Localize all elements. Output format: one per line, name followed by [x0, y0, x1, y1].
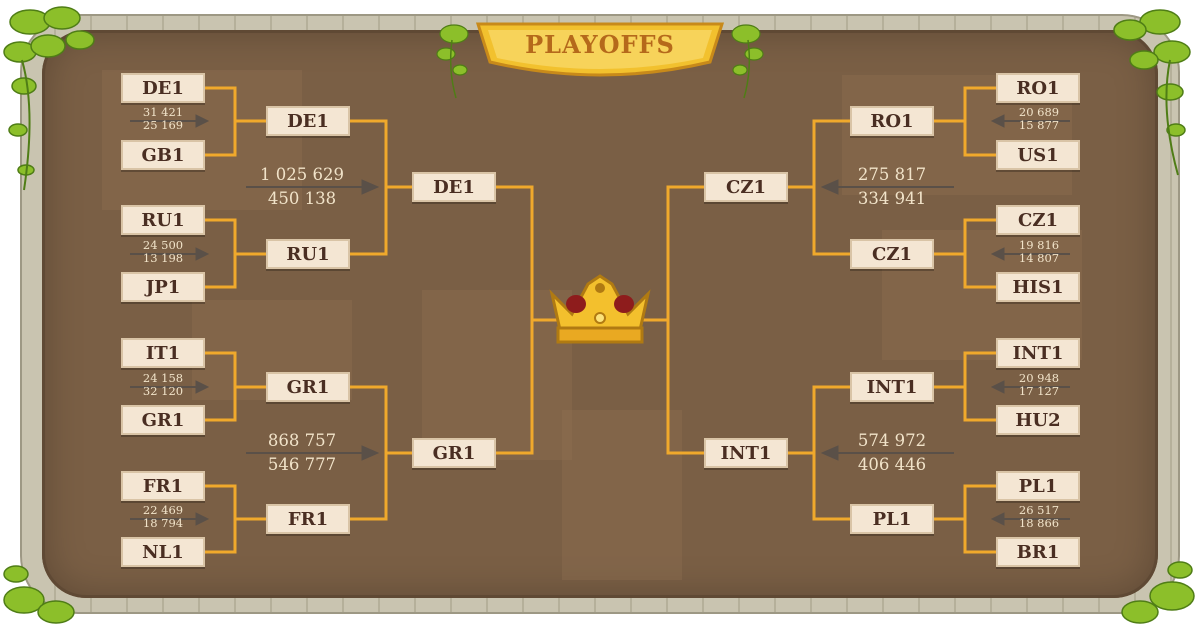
- team-box[interactable]: RU1: [121, 205, 205, 235]
- match-score: 19 816 14 807: [984, 239, 1094, 265]
- match-score: 574 972 406 446: [822, 429, 962, 477]
- vine-leaf-icon: [3, 6, 95, 191]
- score-b: 406 446: [857, 455, 927, 474]
- team-box[interactable]: DE1: [121, 73, 205, 103]
- score-a: 868 757: [267, 431, 337, 450]
- vine-leaf-icon: [731, 24, 764, 99]
- team-box[interactable]: CZ1: [704, 172, 788, 202]
- score-b: 25 169: [142, 118, 184, 132]
- board-surface: [42, 30, 1158, 598]
- team-box[interactable]: NL1: [121, 537, 205, 567]
- team-box[interactable]: US1: [996, 140, 1080, 170]
- score-a: 26 517: [1018, 503, 1060, 517]
- score-b: 450 138: [267, 189, 337, 208]
- score-a: 574 972: [857, 431, 927, 450]
- team-box[interactable]: INT1: [996, 338, 1080, 368]
- match-score: 24 158 32 120: [108, 372, 218, 398]
- team-box[interactable]: RO1: [850, 106, 934, 136]
- score-b: 32 120: [142, 384, 184, 398]
- team-box[interactable]: INT1: [704, 438, 788, 468]
- team-box[interactable]: DE1: [266, 106, 350, 136]
- score-a: 24 500: [142, 238, 184, 252]
- score-b: 18 866: [1018, 516, 1060, 530]
- match-score: 26 517 18 866: [984, 504, 1094, 530]
- score-b: 13 198: [142, 251, 184, 265]
- team-box[interactable]: GR1: [121, 405, 205, 435]
- match-score: 20 948 17 127: [984, 372, 1094, 398]
- match-score: 868 757 546 777: [232, 429, 372, 477]
- score-b: 546 777: [267, 455, 337, 474]
- score-b: 334 941: [857, 189, 927, 208]
- title-banner: [475, 22, 725, 77]
- score-a: 24 158: [142, 371, 184, 385]
- team-box[interactable]: PL1: [996, 471, 1080, 501]
- score-a: 1 025 629: [260, 165, 344, 184]
- vine-leaf-icon: [1113, 9, 1191, 176]
- match-score: 24 500 13 198: [108, 239, 218, 265]
- score-a: 31 421: [142, 105, 184, 119]
- vine-leaf-icon: [3, 565, 75, 624]
- score-b: 18 794: [142, 516, 184, 530]
- team-box[interactable]: FR1: [266, 504, 350, 534]
- score-a: 20 948: [1018, 371, 1060, 385]
- score-a: 22 469: [142, 503, 184, 517]
- board-texture: [422, 290, 572, 460]
- team-box[interactable]: DE1: [412, 172, 496, 202]
- crown-icon: [549, 274, 651, 344]
- team-box[interactable]: GR1: [266, 372, 350, 402]
- arrow-icon: [130, 114, 380, 526]
- team-box[interactable]: CZ1: [996, 205, 1080, 235]
- team-box[interactable]: HU2: [996, 405, 1080, 435]
- team-box[interactable]: INT1: [850, 372, 934, 402]
- score-b: 15 877: [1018, 118, 1060, 132]
- team-box[interactable]: HIS1: [996, 272, 1080, 302]
- vine-leaf-icon: [436, 24, 469, 99]
- score-a: 19 816: [1018, 238, 1060, 252]
- match-score: 31 421 25 169: [108, 106, 218, 132]
- team-box[interactable]: BR1: [996, 537, 1080, 567]
- match-score: 1 025 629 450 138: [232, 163, 372, 211]
- match-score: 22 469 18 794: [108, 504, 218, 530]
- team-box[interactable]: GB1: [121, 140, 205, 170]
- match-score: 20 689 15 877: [984, 106, 1094, 132]
- team-box[interactable]: IT1: [121, 338, 205, 368]
- team-box[interactable]: JP1: [121, 272, 205, 302]
- page-title: PLAYOFFS: [525, 30, 675, 59]
- team-box[interactable]: FR1: [121, 471, 205, 501]
- team-box[interactable]: GR1: [412, 438, 496, 468]
- team-box[interactable]: RU1: [266, 239, 350, 269]
- team-box[interactable]: CZ1: [850, 239, 934, 269]
- score-b: 14 807: [1018, 251, 1060, 265]
- match-score: 275 817 334 941: [822, 163, 962, 211]
- score-a: 275 817: [857, 165, 927, 184]
- team-box[interactable]: RO1: [996, 73, 1080, 103]
- vine-leaf-icon: [1121, 561, 1195, 624]
- board-texture: [562, 410, 682, 580]
- team-box[interactable]: PL1: [850, 504, 934, 534]
- arrow-icon: [820, 114, 1070, 526]
- score-b: 17 127: [1018, 384, 1060, 398]
- score-a: 20 689: [1018, 105, 1060, 119]
